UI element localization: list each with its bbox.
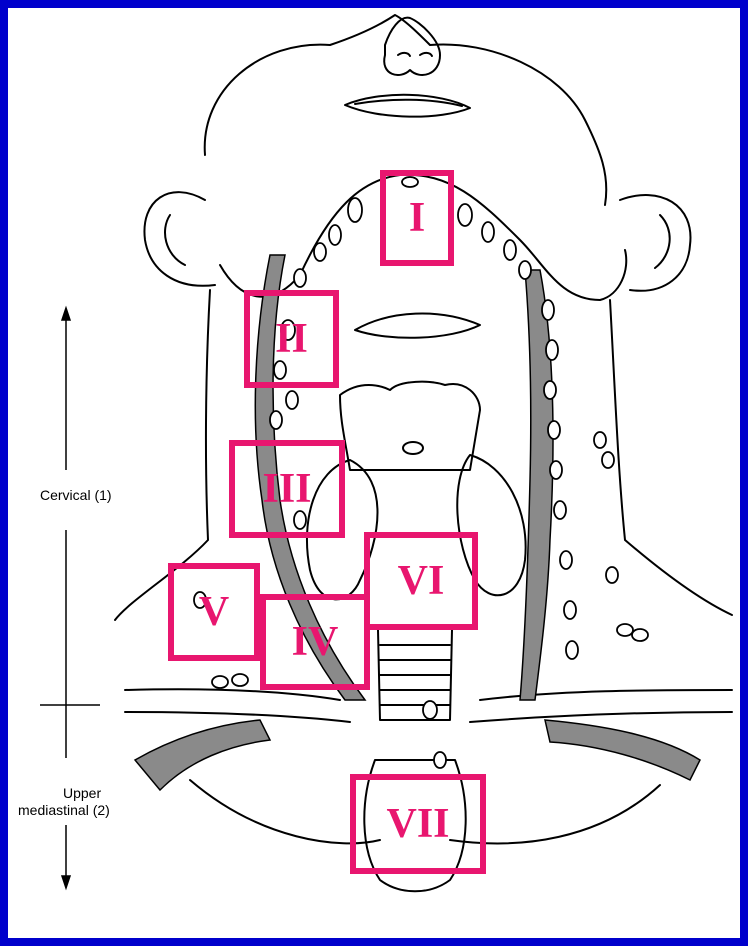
level-VI-label: VI [398, 560, 445, 602]
upper-mediastinal-line-1: Upper [63, 785, 101, 801]
ear-left [144, 192, 215, 286]
level-VI-box: VI [364, 532, 478, 630]
level-I-label: I [409, 197, 425, 239]
neck-right [610, 300, 732, 615]
level-VII-label: VII [386, 803, 449, 845]
subclavian-left [135, 720, 270, 790]
upper-mediastinal-label-2: mediastinal (2) [18, 802, 110, 818]
level-II-label: II [275, 318, 308, 360]
jugular-right [520, 270, 553, 700]
ear-right [620, 195, 690, 291]
thyroid-cartilage [340, 382, 480, 470]
level-I-box: I [380, 170, 454, 266]
cervical-label: Cervical (1) [40, 487, 112, 503]
level-IV-box: IV [260, 594, 370, 690]
level-III-label: III [262, 468, 311, 510]
clavicle-left [125, 689, 340, 700]
level-IV-label: IV [292, 621, 339, 663]
upper-mediastinal-label: Upper [63, 785, 101, 801]
clavicle-right [480, 690, 732, 700]
hyoid [355, 314, 480, 338]
mouth [345, 95, 470, 117]
level-VII-box: VII [350, 774, 486, 874]
level-II-box: II [244, 290, 339, 388]
level-V-label: V [199, 591, 229, 633]
level-V-box: V [168, 563, 260, 661]
level-III-box: III [229, 440, 345, 538]
nose [384, 18, 440, 75]
subclavian-right [545, 720, 700, 780]
